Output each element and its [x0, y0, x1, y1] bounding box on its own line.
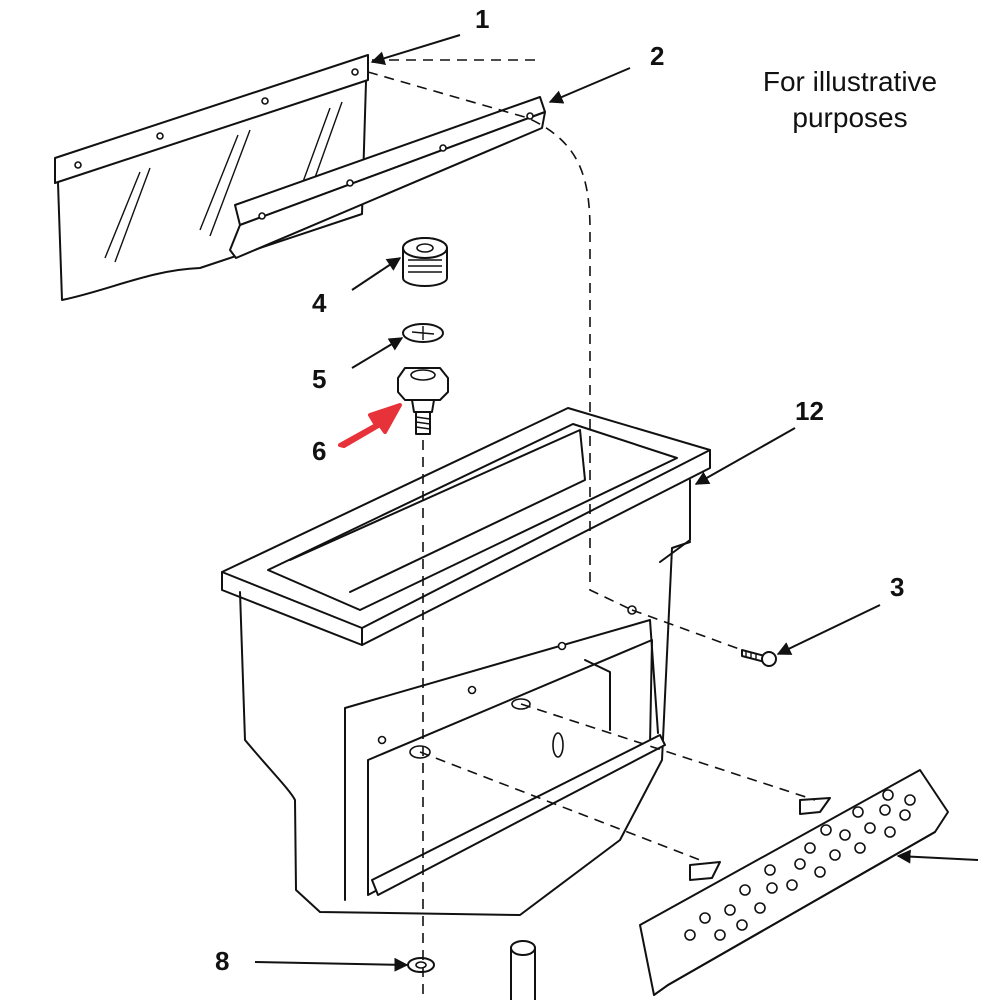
part-8-grommet[interactable] [407, 957, 435, 973]
part-3-screw[interactable] [741, 649, 777, 667]
part-1-shield-panel[interactable] [54, 54, 369, 301]
perforated-step-plate[interactable] [639, 769, 949, 996]
callout-6: 6 [312, 436, 326, 466]
callout-4: 4 [312, 288, 327, 318]
drain-tube[interactable] [510, 940, 536, 1000]
callout-labels: 1 2 3 4 5 6 8 12 [215, 4, 904, 976]
leader-lines [254, 34, 979, 972]
callout-1: 1 [475, 4, 489, 34]
part-12-tank-housing[interactable] [221, 407, 711, 916]
caption-line-2: purposes [792, 102, 908, 133]
assembly-dashed-lines [367, 59, 816, 1000]
highlight-arrow [338, 403, 402, 448]
illustration-caption: For illustrative purposes [730, 64, 970, 136]
step-plate-holes [684, 789, 916, 941]
part-5-washer[interactable] [402, 323, 444, 343]
callout-8: 8 [215, 946, 229, 976]
part-6-valve-fitting[interactable] [397, 367, 449, 435]
caption-line-1: For illustrative [762, 66, 938, 97]
callout-5: 5 [312, 364, 326, 394]
part-2-mounting-strip[interactable] [229, 96, 546, 259]
callout-2: 2 [650, 41, 664, 71]
callout-12: 12 [795, 396, 824, 426]
callout-3: 3 [890, 572, 904, 602]
part-4-cap[interactable] [402, 237, 448, 287]
